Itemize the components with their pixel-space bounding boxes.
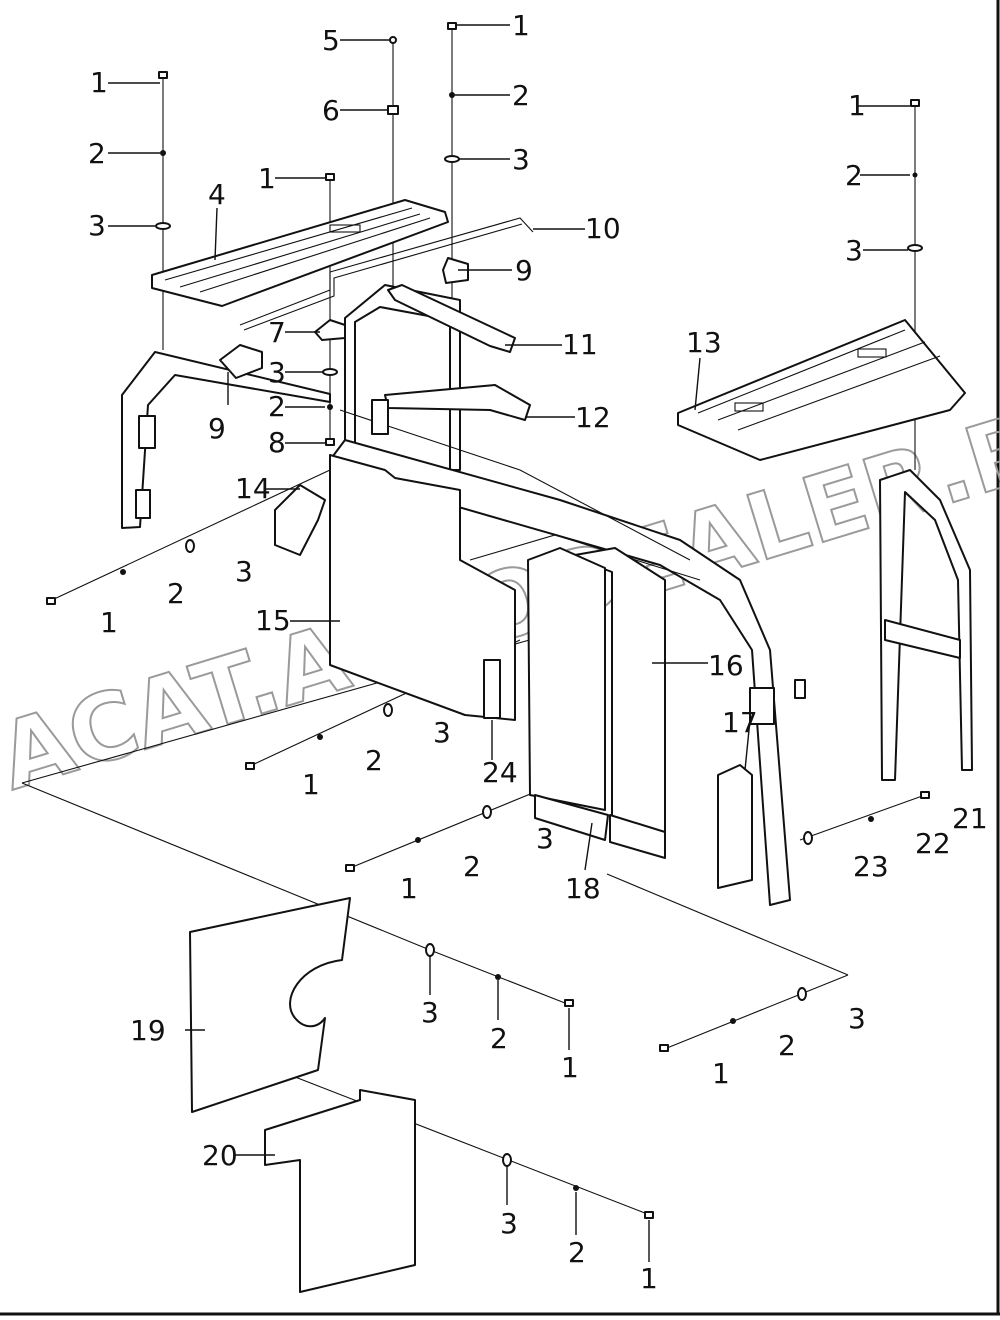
part-13-right-tray [677,319,966,461]
callout-11: 11 [562,328,598,361]
callout-2: 2 [167,577,185,610]
callout-14: 14 [235,472,271,505]
callout-2: 2 [268,390,286,423]
callout-1: 1 [100,606,118,639]
callout-2: 2 [88,137,106,170]
callout-3: 3 [500,1207,518,1240]
part-17-bracket [717,679,806,889]
callout-19: 19 [130,1014,166,1047]
callout-3: 3 [421,996,439,1029]
callout-1: 1 [512,9,530,42]
callout-1: 1 [561,1051,579,1084]
callout-21: 21 [952,802,988,835]
callout-8: 8 [268,426,286,459]
leader-lines [108,24,910,1262]
callout-3: 3 [845,234,863,267]
part-9-bracket-right [442,257,469,284]
part-14-bracket [274,484,326,556]
part-10-rod [239,217,534,331]
callout-1: 1 [302,768,320,801]
callout-16: 16 [708,649,744,682]
part-16-panel [527,547,666,833]
callout-3: 3 [268,356,286,389]
callout-2: 2 [490,1022,508,1055]
callout-3: 3 [235,555,253,588]
part-11-arm [387,284,516,353]
callout-24: 24 [482,756,518,789]
callout-2: 2 [568,1236,586,1269]
callout-2: 2 [463,850,481,883]
callout-1: 1 [640,1262,658,1295]
callout-4: 4 [208,178,226,211]
part-18-strips [534,794,666,859]
callout-6: 6 [322,94,340,127]
callout-1: 1 [848,89,866,122]
fastener-axes [21,25,926,1216]
callout-2: 2 [778,1029,796,1062]
part-4-left-tray [151,199,449,307]
callout-2: 2 [845,159,863,192]
callout-2: 2 [512,79,530,112]
callout-3: 3 [88,209,106,242]
callout-5: 5 [322,24,340,57]
callout-10: 10 [585,212,621,245]
part-9-bracket-left [219,344,263,379]
part-20-panel [264,1089,416,1293]
callout-12: 12 [575,401,611,434]
callout-3: 3 [536,822,554,855]
callout-13: 13 [686,326,722,359]
callout-15: 15 [255,604,291,637]
callout-22: 22 [915,827,951,860]
callout-1: 1 [258,162,276,195]
callout-3: 3 [848,1002,866,1035]
callout-1: 1 [712,1057,730,1090]
callout-9: 9 [208,412,226,445]
callout-1: 1 [90,66,108,99]
callout-2: 2 [365,744,383,777]
callout-20: 20 [202,1139,238,1172]
part-7-bracket [314,319,349,341]
callout-labels: 1 5 2 6 3 1 2 3 4 1 10 9 1 2 3 7 3 11 13… [88,9,988,1295]
part-19-panel [189,897,351,1113]
part-right-side-frame [879,469,973,781]
part-12-arm [371,384,531,435]
callout-18: 18 [565,872,601,905]
callout-3: 3 [512,143,530,176]
part-15-panel [329,454,516,721]
callout-17: 17 [722,706,758,739]
callout-3: 3 [433,716,451,749]
part-24-plate [483,659,501,719]
callout-9: 9 [515,254,533,287]
part-left-side-frame [121,351,331,529]
callout-1: 1 [400,872,418,905]
callout-23: 23 [853,850,889,883]
callout-7: 7 [268,316,286,349]
